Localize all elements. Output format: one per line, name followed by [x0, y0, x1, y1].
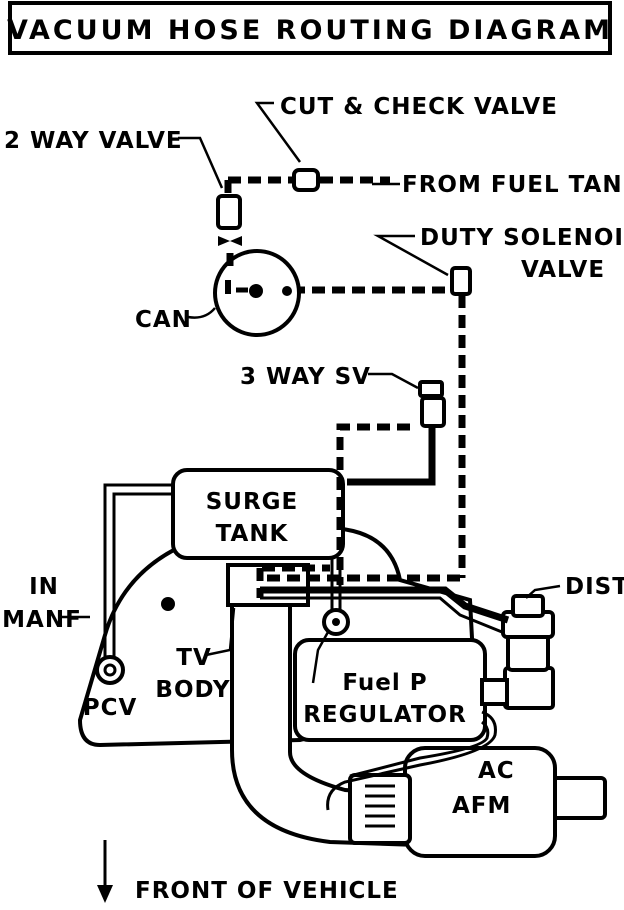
diagram-title: VACUUM HOSE ROUTING DIAGRAM	[7, 15, 613, 46]
label-ac: AC	[478, 758, 515, 784]
cut-check-valve	[292, 168, 320, 192]
label-front-of-vehicle: FRONT OF VEHICLE	[135, 878, 399, 904]
label-duty-solenoid-1: DUTY SOLENOID	[420, 225, 624, 251]
afm-assembly	[348, 746, 607, 858]
label-in-manf-1: IN	[29, 574, 59, 600]
label-surge-2: TANK	[216, 521, 289, 547]
hose-dist	[260, 586, 510, 624]
pcv-hose	[103, 483, 173, 657]
hose-3way-solid	[360, 425, 436, 486]
two-way-valve	[216, 194, 242, 246]
label-tv-1: TV	[176, 645, 212, 671]
label-from-fuel-tank: FROM FUEL TANK	[402, 172, 624, 198]
fuel-line	[326, 710, 497, 811]
label-fuel-p-1: Fuel P	[342, 670, 427, 696]
label-duty-solenoid-2: VALVE	[521, 257, 605, 283]
pcv-valve	[95, 655, 125, 685]
pcv-hose-inner	[112, 492, 173, 657]
down-arrow-icon	[97, 840, 113, 903]
label-2-way-valve: 2 WAY VALVE	[4, 128, 183, 154]
label-fuel-p-2: REGULATOR	[303, 702, 467, 728]
manifold-port	[161, 597, 175, 611]
label-surge-1: SURGE	[206, 489, 299, 515]
three-way-sv	[418, 380, 446, 428]
duty-solenoid-valve	[450, 266, 472, 296]
label-afm: AFM	[452, 793, 511, 819]
label-can: CAN	[135, 307, 192, 333]
label-3-way-sv: 3 WAY SV	[240, 364, 371, 390]
label-dist: DIST	[565, 574, 624, 600]
title-block: VACUUM HOSE ROUTING DIAGRAM	[7, 1, 613, 55]
label-in-manf-2: MANF	[2, 607, 82, 633]
distributor	[501, 594, 555, 672]
label-cut-check-valve: CUT & CHECK VALVE	[280, 94, 558, 120]
throttle-body-tube	[230, 598, 422, 848]
surge-tank	[171, 468, 345, 560]
label-tv-2: BODY	[155, 677, 230, 703]
label-pcv: PCV	[83, 695, 138, 721]
charcoal-canister	[213, 249, 301, 337]
